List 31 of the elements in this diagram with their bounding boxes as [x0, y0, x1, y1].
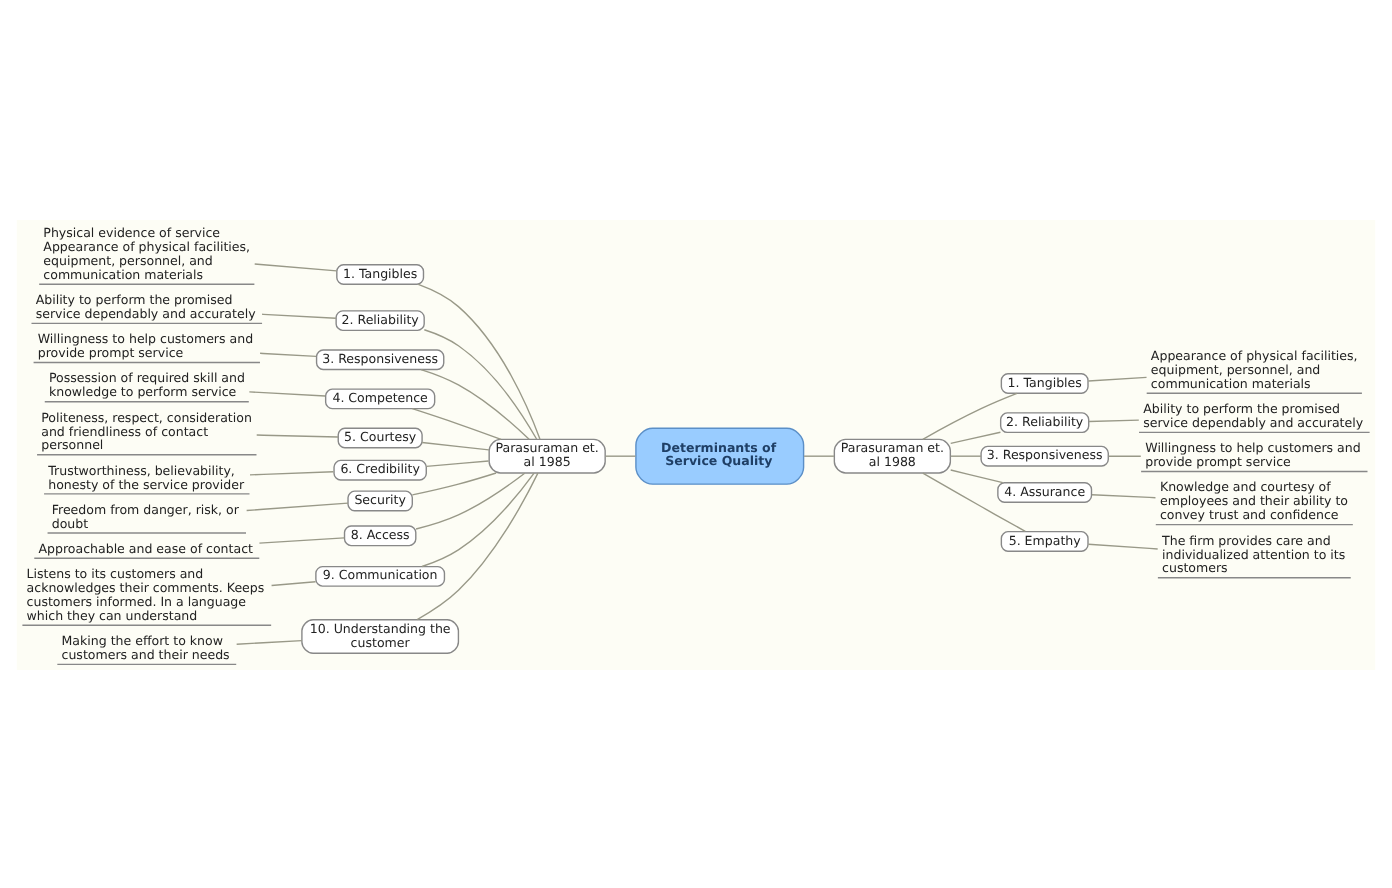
connector: [411, 406, 502, 440]
connector: [411, 471, 497, 495]
connector: [256, 433, 339, 437]
connector: [421, 440, 490, 450]
connector: [421, 471, 535, 567]
connector: [803, 454, 835, 456]
connector: [417, 282, 541, 439]
connector: [950, 454, 982, 456]
connector: [249, 470, 335, 475]
connector: [1087, 542, 1159, 549]
connector: [258, 536, 345, 543]
connector: [270, 580, 317, 586]
connector: [254, 262, 338, 271]
connector: [604, 454, 637, 456]
connector: [420, 367, 530, 440]
connector: [261, 312, 337, 318]
connector: [1091, 493, 1157, 498]
connector: [922, 391, 1018, 439]
connector: [950, 468, 1004, 483]
connector: [248, 390, 326, 396]
connector: [425, 459, 490, 467]
connector: [922, 471, 1026, 532]
connector: [1108, 454, 1142, 456]
connector: [950, 430, 1002, 444]
connector: [259, 351, 317, 357]
connector: [1087, 375, 1148, 381]
connector: [415, 471, 526, 529]
connector: [1088, 418, 1140, 422]
connector: [235, 638, 303, 644]
connector: [423, 328, 538, 439]
connector: [245, 501, 349, 511]
